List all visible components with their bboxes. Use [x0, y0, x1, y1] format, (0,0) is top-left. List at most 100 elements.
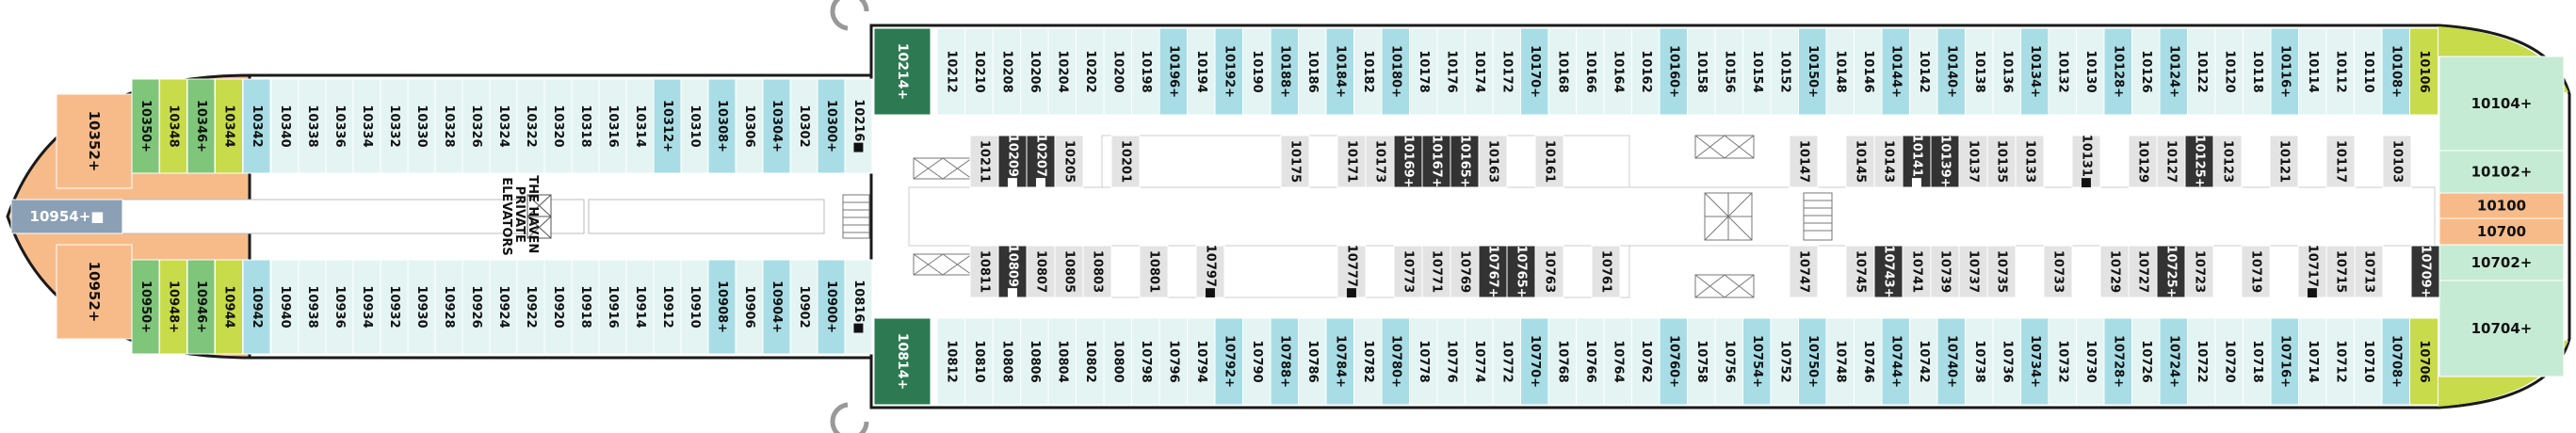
cabin[interactable]: 10320 [543, 78, 573, 174]
cabin[interactable]: 10730 [2076, 317, 2105, 406]
cabin[interactable]: 10772 [1492, 317, 1522, 406]
cabin[interactable]: 10209■ [997, 135, 1028, 189]
cabin[interactable]: 10182 [1353, 27, 1383, 116]
cabin[interactable]: 10314 [625, 78, 655, 174]
cabin[interactable]: 10808 [992, 317, 1022, 406]
cabin[interactable]: 10748 [1825, 317, 1855, 406]
cabin[interactable]: 10166 [1576, 27, 1605, 116]
cabin[interactable]: 10139+ [1930, 135, 1960, 188]
cabin[interactable]: 10328 [434, 78, 463, 174]
cabin[interactable]: 10106 [2409, 27, 2438, 116]
cabin[interactable]: 10161 [1534, 135, 1564, 188]
cabin[interactable]: 10164 [1603, 27, 1633, 116]
cabin[interactable]: 10747 [1789, 245, 1819, 298]
cabin[interactable]: 10163 [1478, 135, 1508, 188]
cabin[interactable]: 10906 [735, 259, 764, 355]
cabin[interactable]: 10811 [969, 245, 999, 298]
cabin[interactable]: 10324 [489, 78, 518, 174]
cabin[interactable]: 10194 [1187, 27, 1216, 116]
cabin[interactable]: 10722 [2187, 317, 2216, 406]
cabin[interactable]: 10338 [298, 78, 327, 174]
cabin[interactable]: 10769 [1450, 245, 1480, 298]
cabin[interactable]: 10806 [1020, 317, 1049, 406]
cabin[interactable]: 10126 [2131, 27, 2161, 116]
cabin[interactable]: 10700 [2438, 217, 2565, 246]
cabin[interactable]: 10936 [325, 259, 354, 355]
cabin[interactable]: 10100 [2438, 192, 2565, 219]
cabin[interactable]: 10170+ [1520, 27, 1549, 116]
cabin[interactable]: 10776 [1436, 317, 1466, 406]
cabin[interactable]: 10954+■ [10, 199, 123, 234]
cabin[interactable]: 10950+ [131, 259, 160, 355]
cabin[interactable]: 10778 [1409, 317, 1438, 406]
cabin[interactable]: 10304+ [762, 78, 791, 174]
cabin[interactable]: 10812 [936, 317, 966, 406]
cabin[interactable]: 10733 [2043, 245, 2073, 298]
cabin[interactable]: 10312+ [653, 78, 682, 174]
cabin[interactable]: 10760+ [1659, 317, 1689, 406]
cabin[interactable]: 10774 [1465, 317, 1494, 406]
cabin[interactable]: 10158 [1687, 27, 1716, 116]
cabin[interactable]: 10702+ [2438, 244, 2565, 281]
cabin[interactable]: 10146 [1854, 27, 1883, 116]
cabin[interactable]: 10176 [1436, 27, 1466, 116]
cabin[interactable]: 10810 [964, 317, 994, 406]
cabin[interactable]: 10805 [1054, 245, 1084, 298]
cabin[interactable]: 10717■ [2297, 245, 2327, 299]
cabin[interactable]: 10952+ [56, 244, 133, 340]
cabin[interactable]: 10156 [1714, 27, 1744, 116]
cabin[interactable]: 10121 [2269, 135, 2299, 188]
cabin[interactable]: 10171 [1337, 135, 1367, 188]
cabin[interactable]: 10710 [2354, 317, 2383, 406]
cabin[interactable]: 10150+ [1798, 27, 1827, 116]
cabin[interactable]: 10306 [735, 78, 764, 174]
cabin[interactable]: 10136 [1992, 27, 2022, 116]
cabin[interactable]: 10744+ [1881, 317, 1911, 406]
cabin[interactable]: 10340 [270, 78, 300, 174]
cabin[interactable]: 10704+ [2438, 280, 2565, 377]
cabin[interactable]: 10117 [2325, 135, 2356, 188]
cabin[interactable]: 10802 [1076, 317, 1105, 406]
cabin[interactable]: 10201 [1110, 135, 1141, 188]
cabin[interactable]: 10794 [1187, 317, 1216, 406]
cabin[interactable]: 10720 [2214, 317, 2244, 406]
cabin[interactable]: 10750+ [1798, 317, 1827, 406]
cabin[interactable]: 10807 [1026, 245, 1056, 298]
cabin[interactable]: 10352+ [56, 93, 133, 189]
cabin[interactable]: 10130 [2076, 27, 2105, 116]
cabin[interactable]: 10763 [1534, 245, 1564, 298]
cabin[interactable]: 10137 [1958, 135, 1988, 188]
cabin[interactable]: 10131■ [2071, 135, 2101, 189]
cabin[interactable]: 10202 [1076, 27, 1105, 116]
cabin[interactable]: 10942 [242, 259, 271, 355]
cabin[interactable]: 10110 [2354, 27, 2383, 116]
cabin[interactable]: 10764 [1603, 317, 1633, 406]
cabin[interactable]: 10796 [1158, 317, 1189, 406]
cabin[interactable]: 10765+ [1506, 245, 1536, 298]
cabin[interactable]: 10797■ [1195, 245, 1225, 299]
cabin[interactable]: 10737 [1958, 245, 1988, 298]
cabin[interactable]: 10129 [2128, 135, 2158, 188]
cabin[interactable]: 10924 [489, 259, 518, 355]
cabin[interactable]: 10214+ [873, 27, 932, 116]
cabin[interactable]: 10715 [2325, 245, 2356, 298]
cabin[interactable]: 10332 [380, 78, 409, 174]
cabin[interactable]: 10350+ [131, 78, 160, 174]
cabin[interactable]: 10326 [462, 78, 491, 174]
cabin[interactable]: 10784+ [1325, 317, 1355, 406]
cabin[interactable]: 10814+ [873, 317, 932, 406]
cabin[interactable]: 10147 [1789, 135, 1819, 188]
cabin[interactable]: 10123 [2212, 135, 2243, 188]
cabin[interactable]: 10144+ [1881, 27, 1911, 116]
cabin[interactable]: 10728+ [2103, 317, 2133, 406]
cabin[interactable]: 10934 [352, 259, 381, 355]
cabin[interactable]: 10786 [1298, 317, 1327, 406]
cabin[interactable]: 10322 [516, 78, 545, 174]
cabin[interactable]: 10734+ [2020, 317, 2049, 406]
cabin[interactable]: 10900+ [817, 259, 846, 355]
cabin[interactable]: 10125+ [2184, 135, 2214, 188]
cabin[interactable]: 10777■ [1337, 245, 1367, 299]
cabin[interactable]: 10188+ [1270, 27, 1300, 116]
cabin[interactable]: 10122 [2187, 27, 2216, 116]
cabin[interactable]: 10809■ [997, 245, 1028, 299]
